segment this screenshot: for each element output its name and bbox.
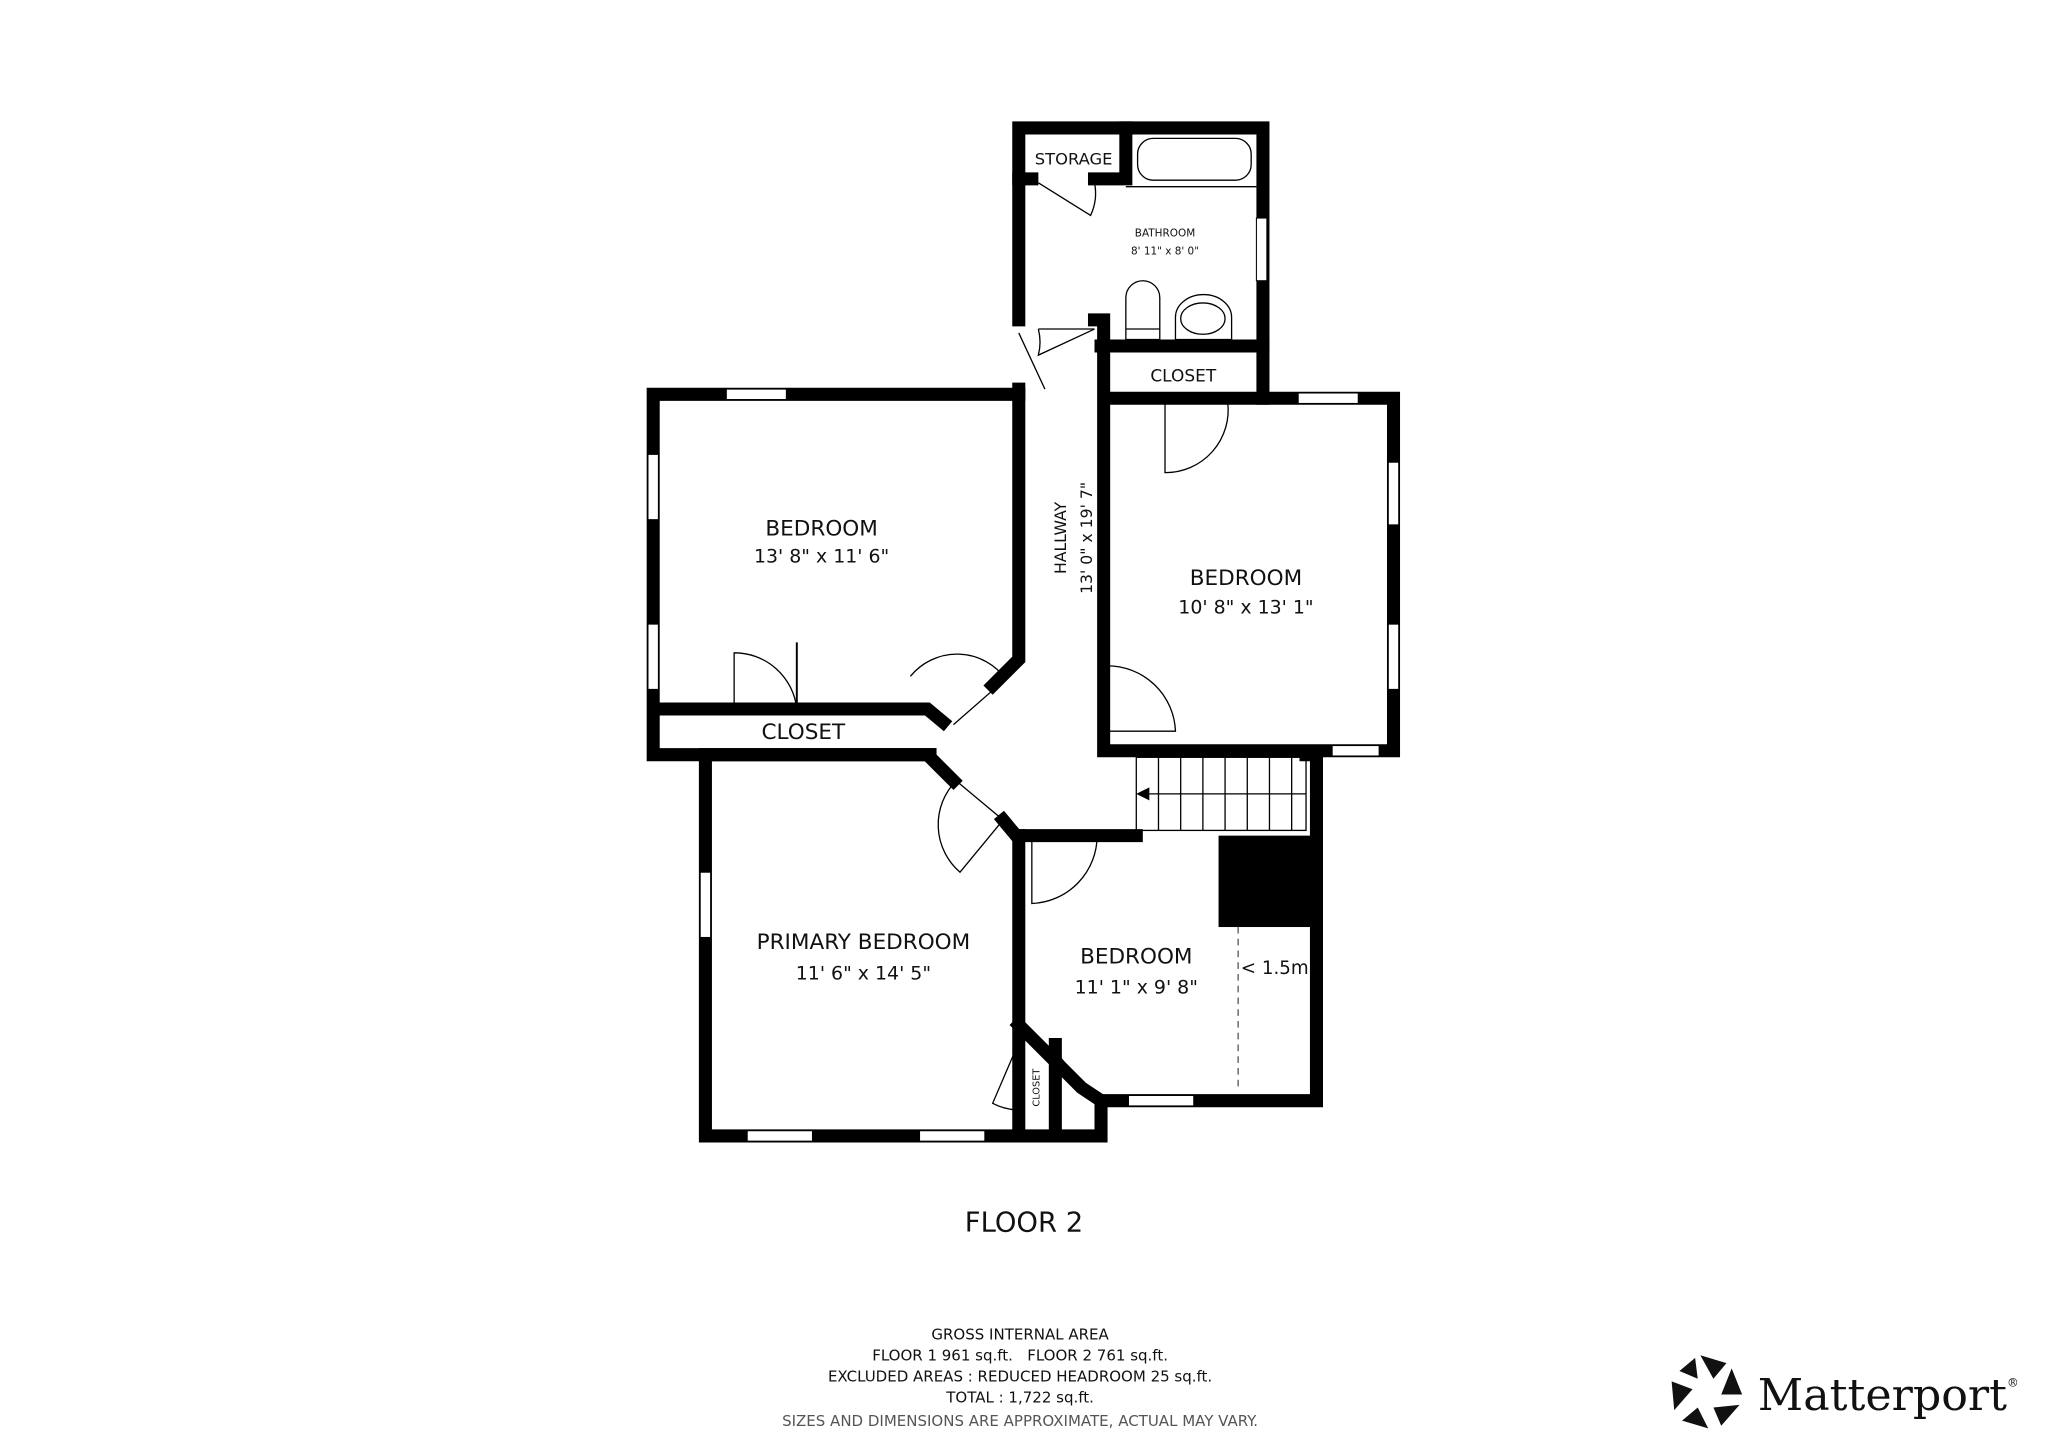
walls bbox=[646, 121, 1401, 1143]
room-label-closet-left: CLOSET bbox=[762, 720, 846, 745]
fixtures bbox=[1125, 137, 1257, 341]
area-floors: FLOOR 1 961 sq.ft. FLOOR 2 761 sq.ft. bbox=[872, 1347, 1168, 1365]
stair-direction-arrow-icon bbox=[1136, 787, 1150, 801]
room-dims-hallway: 13' 0" x 19' 7" bbox=[1077, 482, 1096, 594]
reduced-headroom-block bbox=[1218, 835, 1317, 928]
room-label-primary-bedroom: PRIMARY BEDROOM bbox=[757, 930, 971, 955]
toilet bbox=[1125, 280, 1161, 341]
logo-text: Matterport bbox=[1758, 1370, 2007, 1421]
headroom-note: < 1.5m bbox=[1241, 958, 1309, 979]
room-dims-bedroom-left: 13' 8" x 11' 6" bbox=[754, 546, 889, 568]
room-label-closet-top: CLOSET bbox=[1150, 366, 1217, 386]
room-label-hallway: HALLWAY bbox=[1051, 501, 1070, 574]
matterport-pinwheel-icon bbox=[1671, 1355, 1743, 1429]
room-label-bedroom-left: BEDROOM bbox=[765, 516, 877, 541]
staircase bbox=[1135, 756, 1307, 832]
logo-wordmark: Matterport® bbox=[1758, 1370, 2019, 1421]
room-label-bedroom-right: BEDROOM bbox=[1190, 566, 1302, 591]
floor-title: FLOOR 2 bbox=[965, 1207, 1083, 1238]
sink bbox=[1174, 293, 1233, 341]
doors bbox=[733, 182, 1229, 1111]
area-heading: GROSS INTERNAL AREA bbox=[931, 1326, 1109, 1344]
room-label-bathroom: BATHROOM bbox=[1135, 227, 1195, 239]
room-label-closet-small: CLOSET bbox=[1032, 1069, 1043, 1107]
registered-mark: ® bbox=[2007, 1376, 2019, 1390]
bathtub bbox=[1136, 137, 1252, 181]
room-label-storage: STORAGE bbox=[1035, 150, 1113, 169]
room-dims-primary-bedroom: 11' 6" x 14' 5" bbox=[796, 962, 931, 984]
room-dims-bathroom: 8' 11" x 8' 0" bbox=[1131, 246, 1199, 258]
room-dims-bedroom-small: 11' 1" x 9' 8" bbox=[1075, 977, 1198, 999]
room-dims-bedroom-right: 10' 8" x 13' 1" bbox=[1178, 597, 1313, 619]
windows bbox=[647, 217, 1400, 1142]
area-excluded: EXCLUDED AREAS : REDUCED HEADROOM 25 sq.… bbox=[828, 1367, 1212, 1385]
disclaimer: SIZES AND DIMENSIONS ARE APPROXIMATE, AC… bbox=[782, 1412, 1258, 1430]
room-label-bedroom-small: BEDROOM bbox=[1080, 945, 1192, 970]
matterport-logo: Matterport® bbox=[1671, 1355, 2019, 1429]
area-total: TOTAL : 1,722 sq.ft. bbox=[945, 1388, 1094, 1406]
